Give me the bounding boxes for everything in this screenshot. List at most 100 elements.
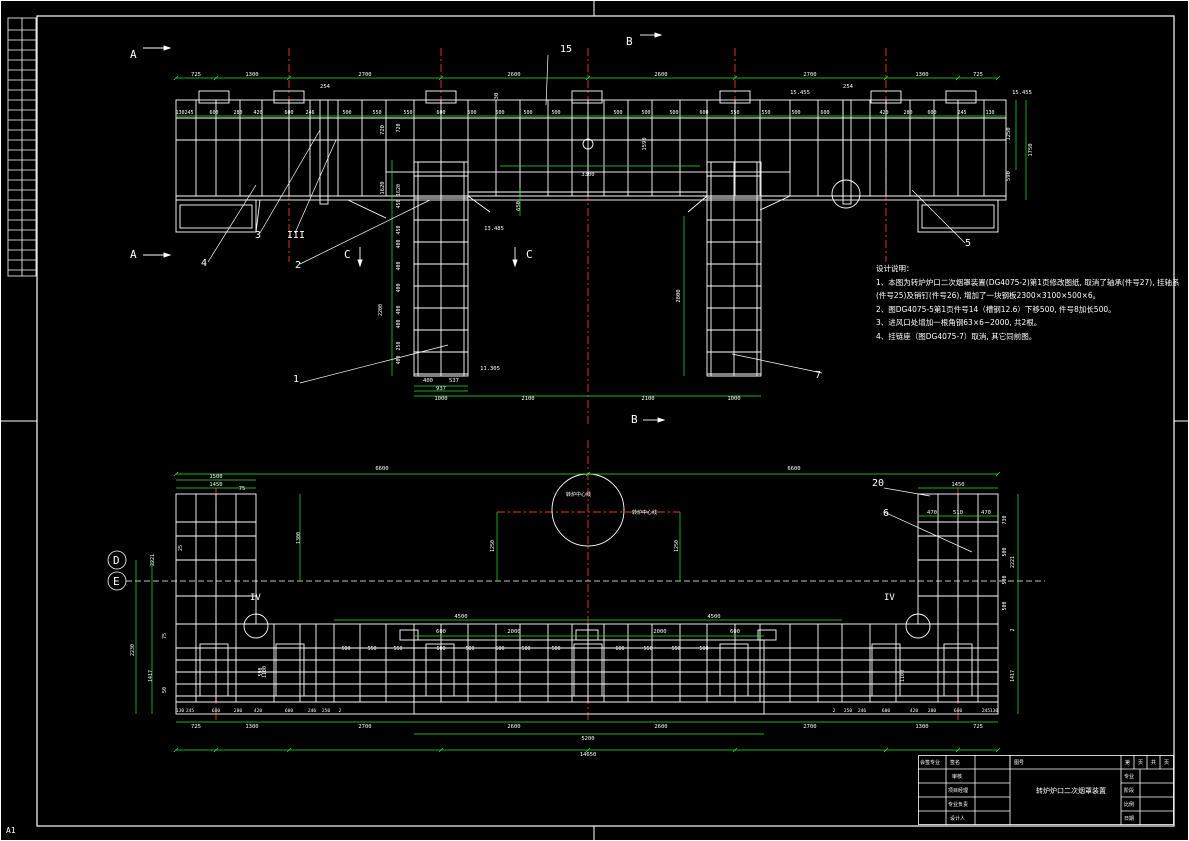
bottom-line-dim-text: 280 (928, 708, 936, 714)
bottom-row-dim-text: 500 (495, 646, 504, 652)
vertical-dim-text: 500 (1002, 601, 1008, 610)
tb-designer-label: 设计人 (950, 815, 965, 822)
top-row-dim-text: 280 (233, 110, 242, 116)
dim-510: 510 (953, 510, 963, 516)
notes-line-4: 3、进风口处增加一根角钢63×6~2000, 共2根。 (876, 318, 1042, 328)
dim-tick (585, 75, 591, 81)
dim-15455-mid: 15.455 (790, 90, 810, 96)
title-block: 会签专业 签名 审核 项目经理 专业负责 设计人 图号 转炉炉口二次烟罩装置 第… (918, 755, 1174, 825)
bottom-line-dim-text: 280 (234, 708, 242, 714)
left-margin-strip (7, 17, 37, 277)
bottom-row-dim-text: 500 (465, 646, 474, 652)
top-row-dim-text: 420 (253, 110, 262, 116)
dim-tick (995, 747, 1001, 753)
top-callout-text: 7 (815, 370, 821, 381)
vertical-dim-text: 2 (1010, 628, 1016, 631)
dim-600-left: 600 (436, 629, 446, 635)
top-row-dim-text: 500 (467, 110, 476, 116)
main-beam-body (175, 99, 1007, 201)
top-callout-text: 1 (293, 374, 299, 385)
dim-2100-right: 2100 (641, 396, 654, 402)
bottom-line-dim-text: 245 (186, 708, 194, 714)
tb-sheet-label: 第 (1125, 759, 1130, 766)
dim-6600-left: 6600 (375, 466, 388, 472)
left-column-dim-text: 2200 (378, 304, 384, 316)
top-row-dim-text: 500 (791, 110, 800, 116)
top-dim-text: 2600 (507, 72, 520, 78)
bottom-line-dim-text: 246 (308, 708, 316, 714)
bottom-line-dim-text: 420 (910, 708, 918, 714)
top-callout-text: 5 (965, 238, 971, 249)
top-row-dim-text: 500 (523, 110, 532, 116)
top-dim-text: 2700 (803, 72, 816, 78)
bottom-row-dim-text: 550 (367, 646, 376, 652)
top-row-dim-text: 600 (284, 110, 293, 116)
dim-1620-top: 1620 (380, 181, 386, 194)
top-row-dim-text: 600 (927, 110, 936, 116)
top-view (173, 48, 1027, 425)
vertical-dim-text: 2221 (1010, 556, 1016, 568)
dim-tick (995, 471, 1001, 477)
dim-13485: 13.485 (484, 226, 504, 232)
vertical-dim-text: 50 (162, 687, 168, 693)
bottom-line-dim-text: 130 (176, 708, 184, 714)
dim-4500-left: 4500 (454, 614, 467, 620)
bottom-block (199, 643, 229, 697)
bottom-dim-text: 2600 (654, 724, 667, 730)
top-lugs (198, 90, 977, 104)
dim-1450-left: 1450 (209, 482, 222, 488)
bottom-row-dim-text: 600 (436, 646, 445, 652)
vertical-dim-text: 500 (1002, 547, 1008, 556)
left-column-dim-text: 400 (396, 319, 402, 328)
center-lines (288, 48, 887, 425)
left-column-dim-text: 400 (396, 239, 402, 248)
bottom-center-lines (215, 440, 959, 720)
bottom-line-dim-text: 600 (285, 708, 293, 714)
left-column-dim-text: 450 (396, 199, 402, 208)
bottom-dim-text: 5200 (581, 736, 594, 742)
top-callout-text: 2 (295, 260, 301, 271)
converter-center-label: 转炉中心线 (566, 491, 591, 498)
bottom-dimension-lines (135, 471, 1019, 753)
top-dim-text: 2700 (358, 72, 371, 78)
detail-mark-iv-right: IV (884, 593, 895, 603)
top-row-dim-text: 600 (699, 110, 708, 116)
sheet-size-label: A1 (6, 826, 16, 835)
bottom-line-dim-text: 2 (339, 708, 342, 714)
bottom-leaders (883, 487, 973, 553)
bottom-row-dim-text: 550 (393, 646, 402, 652)
bottom-line-dim-text: 130 (990, 708, 998, 714)
section-label-b-bottom: B (631, 413, 638, 426)
top-row-dim-text: 245 (184, 110, 193, 116)
left-column-dim-text: 250 (396, 341, 402, 350)
dim-11305: 11.305 (480, 366, 500, 372)
notes-line-2: (件号25)及销钉(件号26), 増加了一块钢板2300×3100×500×6。 (876, 291, 1101, 301)
top-row-dim-text: 550 (730, 110, 739, 116)
dim-tick (955, 75, 961, 81)
tb-cosign-label: 会签专业 (920, 759, 940, 766)
tb-pm-label: 项目经理 (948, 787, 968, 794)
top-row-dim-text: 600 (820, 110, 829, 116)
bottom-row-dim-text: 500 (551, 646, 560, 652)
dim-1750-right: 1750 (1028, 143, 1034, 156)
dim-4500-right: 4500 (707, 614, 720, 620)
bottom-row-dim-text: 500 (341, 646, 350, 652)
section-label-b-top: B (626, 35, 633, 48)
dim-75: 75 (239, 486, 246, 492)
left-column-dim-text: 400 (396, 355, 402, 364)
tb-scale-label: 比例 (1124, 801, 1134, 808)
dim-tick (213, 747, 219, 753)
top-row-dim-text: 550 (403, 110, 412, 116)
bottom-dim-text: 2700 (358, 724, 371, 730)
bottom-dim-text: 2600 (507, 724, 520, 730)
detail-circle-iv-left (243, 613, 269, 639)
notes-line-1: 1、本图为转炉炉口二次烟罩装置(DG4075-2)第1页修改图纸, 取消了轴承(… (876, 277, 1180, 287)
top-row-dim-text: 500 (613, 110, 622, 116)
vertical-dim-text: 1250 (674, 540, 680, 552)
top-callout-text: 15 (560, 44, 572, 55)
vertical-dim-text: 500 (1002, 575, 1008, 584)
dim-1500: 1500 (209, 474, 222, 480)
top-row-dim-text: 600 (209, 110, 218, 116)
